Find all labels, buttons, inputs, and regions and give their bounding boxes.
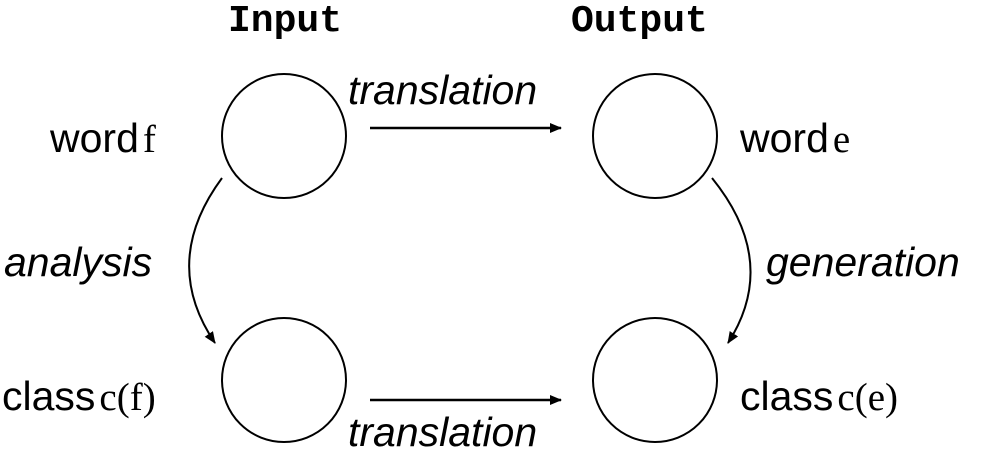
analysis-label: analysis	[4, 239, 153, 285]
node-input-class	[221, 317, 347, 443]
word-f-label: word f	[50, 115, 156, 161]
class-e-text: class	[740, 373, 834, 419]
class-e-label: class c(e)	[740, 373, 899, 419]
class-f-symbol: c(f)	[99, 376, 156, 419]
class-f-label: class c(f)	[2, 373, 156, 419]
word-e-text: word	[740, 115, 829, 161]
class-e-symbol: c(e)	[837, 376, 899, 419]
generation-arrow	[711, 177, 752, 344]
word-f-symbol: f	[142, 118, 156, 161]
word-e-symbol: e	[832, 118, 851, 161]
bottom-translation-label: translation	[348, 409, 538, 455]
input-heading: Input	[228, 0, 343, 43]
output-heading: Output	[571, 0, 708, 43]
class-f-text: class	[2, 373, 96, 419]
word-e-label: word e	[740, 115, 851, 161]
node-input-word	[221, 73, 347, 199]
word-f-text: word	[50, 115, 139, 161]
node-output-word	[592, 73, 718, 199]
generation-label: generation	[766, 239, 960, 285]
analysis-arrow	[188, 177, 223, 344]
node-output-class	[592, 317, 718, 443]
top-translation-label: translation	[348, 67, 538, 113]
